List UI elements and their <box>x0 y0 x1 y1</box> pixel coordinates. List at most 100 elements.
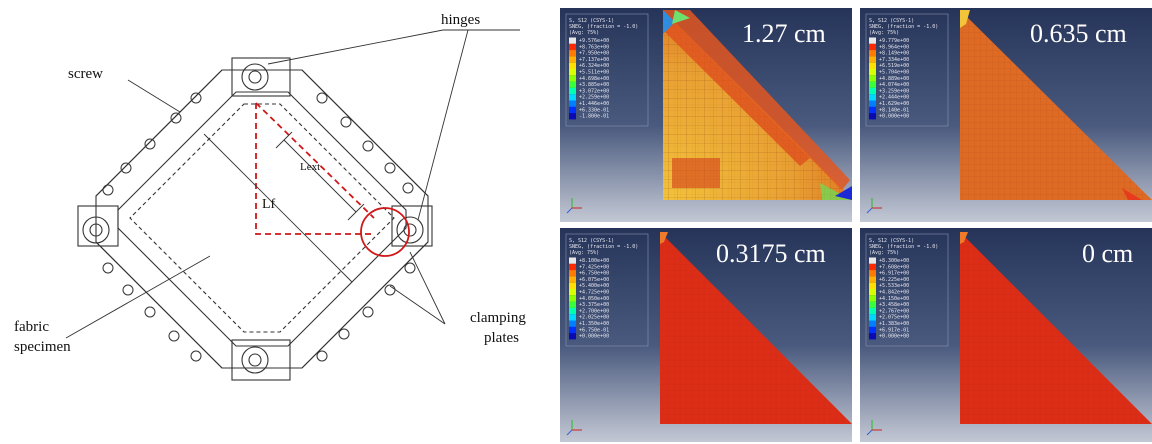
legend-value: +2.075e+00 <box>879 315 909 321</box>
legend-header-line: (Avg: 75%) <box>569 30 599 36</box>
label-l-f: Lf <box>262 197 276 212</box>
label-l-ext: Lext <box>300 161 320 173</box>
legend-swatch <box>869 301 876 308</box>
legend-header-line: S, S12 (CSYS-1) <box>869 238 914 244</box>
panel-2-legend: S, S12 (CSYS-1)SNEG, (fraction = -1.0)(A… <box>869 18 938 120</box>
legend-swatch <box>569 56 576 63</box>
legend-value: +3.458e+00 <box>879 302 909 308</box>
hinge-right <box>396 216 424 244</box>
legend-swatch <box>569 87 576 95</box>
legend-value: +1.446e+00 <box>579 101 609 107</box>
legend-swatch <box>869 276 876 283</box>
legend-swatch <box>869 263 876 271</box>
legend-swatch <box>569 270 576 277</box>
panel-3-legend: S, S12 (CSYS-1)SNEG, (fraction = -1.0)(A… <box>569 238 638 340</box>
legend-swatch <box>869 333 876 340</box>
panel-3-title: 0.3175 cm <box>716 239 826 268</box>
legend-value: +4.050e+00 <box>579 296 609 302</box>
legend-swatch <box>569 289 576 296</box>
highlight-circle <box>360 207 410 257</box>
legend-value: +9.779e+00 <box>879 38 909 44</box>
legend-swatch <box>569 320 576 327</box>
legend-value: +8.149e+00 <box>879 51 909 57</box>
legend-value: +1.350e+00 <box>579 321 609 327</box>
panel-3: S, S12 (CSYS-1)SNEG, (fraction = -1.0)(A… <box>560 228 852 442</box>
label-specimen: specimen <box>14 339 71 355</box>
panel-4-axis-icon <box>866 420 882 436</box>
legend-header-line: S, S12 (CSYS-1) <box>869 18 914 24</box>
legend-value: +8.964e+00 <box>879 44 909 50</box>
legend-value: +2.767e+00 <box>879 308 909 314</box>
panel-4: S, S12 (CSYS-1)SNEG, (fraction = -1.0)(A… <box>860 228 1152 442</box>
label-hinges: hinges <box>441 12 480 28</box>
legend-swatch <box>869 100 876 107</box>
label-fabric: fabric <box>14 319 49 335</box>
legend-header-line: (Avg: 75%) <box>869 30 899 36</box>
legend-value: +6.519e+00 <box>879 63 909 69</box>
legend-value: +6.324e+00 <box>579 63 609 69</box>
legend-swatch <box>569 257 576 264</box>
legend-value: +7.334e+00 <box>879 57 909 63</box>
legend-swatch <box>569 62 576 69</box>
legend-value: +4.889e+00 <box>879 76 909 82</box>
legend-value: +0.000e+00 <box>579 334 609 340</box>
panel-1-title: 1.27 cm <box>742 19 826 48</box>
legend-value: +0.000e+00 <box>879 114 909 120</box>
legend-swatch <box>569 263 576 271</box>
legend-value: +2.025e+00 <box>579 315 609 321</box>
panel-1-legend: S, S12 (CSYS-1)SNEG, (fraction = -1.0)(A… <box>569 18 638 120</box>
legend-value: +8.300e+00 <box>879 258 909 264</box>
panel-2-axis-icon <box>866 198 882 214</box>
legend-value: +2.700e+00 <box>579 308 609 314</box>
hinges-group <box>82 63 424 374</box>
legend-swatch <box>569 81 576 88</box>
legend-value: +6.330e-01 <box>579 107 609 113</box>
frame-schematic <box>77 57 433 381</box>
legend-swatch <box>569 37 576 44</box>
legend-swatch <box>569 301 576 308</box>
legend-header-line: (Avg: 75%) <box>569 250 599 256</box>
hinge-left <box>82 216 110 244</box>
legend-value: +7.950e+00 <box>579 51 609 57</box>
legend-header-line: SNEG, (fraction = -1.0) <box>869 24 938 30</box>
legend-value: +6.225e+00 <box>879 277 909 283</box>
legend-header-line: SNEG, (fraction = -1.0) <box>869 244 938 250</box>
legend-value: +4.698e+00 <box>579 76 609 82</box>
legend-value: +1.629e+00 <box>879 101 909 107</box>
dimension-lines <box>203 131 365 283</box>
leader-lines <box>65 29 520 339</box>
screws-group <box>102 92 416 362</box>
legend-value: +6.917e+00 <box>879 271 909 277</box>
legend-swatch <box>569 295 576 302</box>
legend-header-line: (Avg: 75%) <box>869 250 899 256</box>
legend-swatch <box>869 106 876 114</box>
legend-swatch <box>569 94 576 101</box>
panel-4-legend: S, S12 (CSYS-1)SNEG, (fraction = -1.0)(A… <box>869 238 938 340</box>
legend-value: +2.444e+00 <box>879 95 909 101</box>
legend-value: +7.137e+00 <box>579 57 609 63</box>
legend-value: +5.400e+00 <box>579 283 609 289</box>
legend-value: +5.704e+00 <box>879 70 909 76</box>
clamp-plate-inner <box>129 103 395 333</box>
legend-value: +4.074e+00 <box>879 82 909 88</box>
legend-value: +3.885e+00 <box>579 82 609 88</box>
legend-swatch <box>569 43 576 51</box>
legend-swatch <box>569 69 576 76</box>
legend-swatch <box>869 320 876 327</box>
legend-swatch <box>569 100 576 107</box>
legend-swatch <box>869 37 876 44</box>
label-screw: screw <box>68 66 103 82</box>
legend-swatch <box>869 50 876 57</box>
legend-header-line: SNEG, (fraction = -1.0) <box>569 244 638 250</box>
legend-swatch <box>869 326 876 334</box>
legend-swatch <box>869 295 876 302</box>
legend-value: +6.917e-01 <box>879 327 909 333</box>
legend-swatch <box>569 282 576 289</box>
outer-frame <box>95 69 429 369</box>
legend-value: -1.800e-01 <box>579 114 609 120</box>
legend-value: +1.383e+00 <box>879 321 909 327</box>
panel-2: S, S12 (CSYS-1)SNEG, (fraction = -1.0)(A… <box>860 8 1152 222</box>
legend-header-line: S, S12 (CSYS-1) <box>569 18 614 24</box>
legend-value: +6.075e+00 <box>579 277 609 283</box>
legend-swatch <box>569 314 576 321</box>
